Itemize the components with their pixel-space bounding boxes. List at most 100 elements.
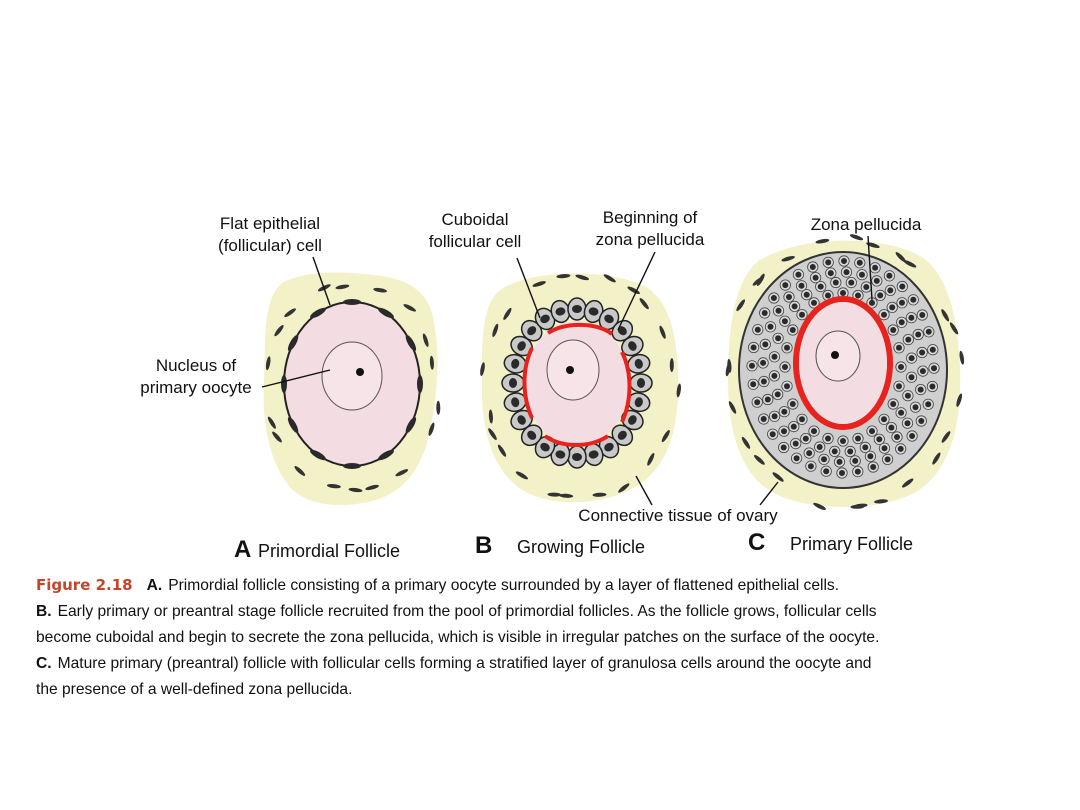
granulosa-cell-nucleus [905, 336, 912, 343]
flat-follicular-cell [405, 335, 417, 351]
beginning-zona-pellucida-patches [522, 322, 632, 447]
granulosa-cell-nucleus [799, 311, 805, 318]
granulosa-cell-nucleus [775, 307, 782, 314]
stromal-cell-nucleus [902, 478, 914, 488]
stromal-cell-nucleus [532, 281, 546, 287]
granulosa-cell-nucleus [863, 284, 870, 290]
granulosa-cell-nucleus [791, 303, 798, 310]
stromal-cell-nucleus [959, 350, 965, 365]
granulosa-cell-nucleus [881, 416, 887, 423]
cuboidal-follicular-cells [501, 297, 653, 469]
granulosa-cell-nucleus [786, 294, 792, 300]
stromal-cell-nucleus [639, 297, 649, 310]
granulosa-cell-nucleus [886, 272, 893, 279]
stromal-cell-nucleus [373, 287, 388, 293]
leader-flat-epithelial [312, 256, 331, 306]
caption-text: Early primary or preantral stage follicl… [57, 603, 877, 620]
stromal-cell-nucleus [741, 436, 751, 449]
stromal-cell-nucleus [752, 276, 764, 286]
granulosa-cell-nucleus [869, 299, 875, 306]
caption-letter: C. [36, 655, 52, 672]
granulosa-cell-nucleus [856, 259, 863, 266]
caption-text: Primordial follicle consisting of a prim… [168, 577, 840, 594]
granulosa-cell-nucleus [767, 323, 774, 330]
panel-c-letter: C [748, 529, 765, 556]
granulosa-cell-nucleus [894, 434, 900, 440]
granulosa-cell-nucleus [929, 383, 936, 390]
cuboidal-cell-nucleus [509, 378, 517, 388]
granulosa-cell-nucleus [915, 331, 922, 338]
granulosa-cell-nucleus [855, 435, 861, 442]
oocyte-nucleus-a [321, 341, 383, 411]
connective-tissue-strands-b [480, 274, 681, 498]
granulosa-cell-nucleus [749, 362, 755, 369]
cuboidal-cell-nucleus [572, 305, 582, 313]
granulosa-cell-nucleus [888, 424, 895, 431]
granulosa-cell-nucleus [910, 296, 917, 303]
granulosa-cell-nucleus [750, 381, 757, 388]
granulosa-cell-nucleus [884, 456, 891, 463]
stromal-cell-nucleus [272, 431, 282, 443]
granulosa-cell-nucleus [925, 401, 932, 408]
granulosa-cell-nucleus [919, 368, 926, 375]
granulosa-cell-nucleus [782, 282, 789, 289]
flat-follicular-cell [310, 307, 326, 319]
granulosa-cell-nucleus [760, 378, 767, 385]
cuboidal-cell-nucleus [511, 358, 520, 369]
granulosa-cell-nucleus [803, 291, 810, 298]
granulosa-cell-nucleus [781, 428, 787, 435]
stromal-cell-nucleus [480, 362, 485, 376]
granulosa-cell-nucleus [872, 264, 879, 271]
granulosa-cell-nucleus [841, 258, 847, 264]
cuboidal-cell-nucleus [572, 453, 582, 461]
granulosa-cell-nucleus [811, 428, 817, 435]
flat-follicular-cell [281, 375, 287, 393]
cuboidal-cell-nucleus [628, 341, 637, 351]
nucleolus-a [356, 368, 364, 376]
connective-tissue-strands-a [265, 284, 441, 493]
leader-beginning-zona [617, 251, 656, 331]
label-cuboidal: Cuboidal [441, 210, 508, 229]
flat-follicular-cell [287, 417, 299, 433]
cuboidal-cell-nucleus [527, 326, 537, 336]
stromal-cell-nucleus [815, 238, 830, 244]
granulosa-cell-nucleus [831, 448, 838, 455]
stromal-cell-nucleus [497, 444, 507, 457]
granulosa-cell-nucleus [836, 458, 843, 465]
stromal-cell-nucleus [403, 304, 416, 312]
granulosa-cell-nucleus [848, 279, 855, 286]
granulosa-cell-nucleus [784, 344, 790, 351]
granulosa-cell-nucleus [789, 401, 796, 407]
cuboidal-cell-nucleus [617, 430, 627, 440]
flat-follicular-cell [405, 417, 417, 433]
stromal-cell-nucleus [627, 286, 640, 295]
granulosa-cell-nucleus [754, 399, 761, 406]
panel-b-letter: B [475, 532, 492, 559]
caption-line: become cuboidal and begin to secrete the… [36, 625, 1054, 651]
stromal-cell-nucleus [661, 430, 670, 443]
flat-follicular-cell [310, 449, 326, 461]
label-nucleus-oocyte: Nucleus of [156, 356, 237, 375]
granulosa-cell-nucleus [840, 438, 846, 444]
cuboidal-cell-nucleus [517, 415, 526, 425]
cuboidal-cell-nucleus [634, 397, 643, 408]
stromal-cell-nucleus [895, 252, 906, 263]
caption-text: become cuboidal and begin to secrete the… [36, 629, 880, 646]
cuboidal-cell-nucleus [511, 397, 520, 408]
flat-follicular-cell [417, 375, 423, 393]
stromal-cell-nucleus [728, 401, 737, 414]
granulosa-cell-nucleus [908, 355, 915, 362]
granulosa-cell-nucleus [843, 269, 850, 276]
granulosa-cell-nucleus [825, 435, 831, 442]
stromal-cell-nucleus [267, 416, 276, 429]
cuboidal-cell-nucleus [555, 450, 566, 459]
flat-follicular-cell [287, 335, 299, 351]
leader-cuboidal [516, 257, 541, 319]
granulosa-cell-nucleus [904, 392, 911, 399]
figure-number: Figure 2.18 [36, 576, 133, 594]
stromal-cell-nucleus [647, 452, 655, 466]
stromal-cell-nucleus [727, 358, 732, 373]
granulosa-cell-nucleus [929, 346, 936, 353]
